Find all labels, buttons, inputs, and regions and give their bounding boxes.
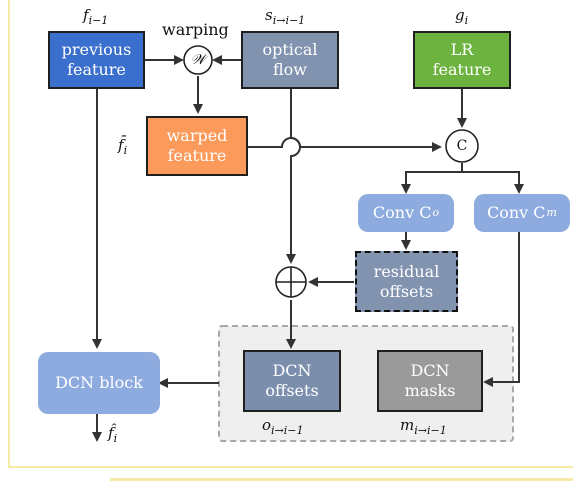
dcn-masks-node: DCN masks [377,350,483,412]
residual-offsets-label: residual offsets [373,261,440,301]
dcn-offsets-label: DCN offsets [265,361,319,400]
lr-feature-label: LR feature [432,40,492,79]
dcn-masks-label: DCN masks [404,361,456,400]
label-s-flow: si→i−1 [265,6,306,27]
edge-concat-convcm [462,171,524,194]
conv-co-label: Conv C [372,203,432,222]
dcn-block-node: DCN block [38,352,160,414]
edge-concat-convco [401,163,463,194]
warp-operator-circle [183,45,213,75]
label-f-prev: fi−1 [83,6,109,27]
edge-convcm-masks [483,230,520,387]
label-o-offsets: oi→i−1 [262,416,304,437]
warped-feature-node: warped feature [146,116,248,176]
lr-feature-node: LR feature [413,31,511,89]
label-fbar: f̄i [118,136,128,157]
conv-co-superscript: o [432,206,440,220]
previous-feature-label: previous feature [61,40,132,79]
previous-feature-node: previous feature [48,31,145,89]
label-g-lr: gi [455,6,469,27]
edge-flow-add [286,88,301,264]
frame-bottom-border-2 [110,478,573,481]
residual-offsets-node: residual offsets [355,251,458,312]
concat-operator-circle [445,129,479,163]
edge-warped-concat [247,137,442,152]
label-fhat: f̂i [108,424,118,445]
frame-bottom-border [8,466,573,468]
warp-operator-glyph: 𝒲 [190,52,206,68]
conv-cm-superscript: m [546,206,557,220]
label-warping: warping [162,20,229,39]
concat-operator-glyph: C [456,138,468,154]
optical-flow-node: optical flow [241,31,339,89]
optical-flow-label: optical flow [262,40,318,79]
conv-cm-label: Conv C [487,203,546,222]
label-m-masks: mi→i−1 [400,416,447,437]
dcn-block-label: DCN block [55,373,143,392]
dcn-offsets-node: DCN offsets [243,350,341,412]
warped-feature-label: warped feature [166,126,228,165]
add-operator [275,266,307,298]
frame-left-border [8,0,10,468]
